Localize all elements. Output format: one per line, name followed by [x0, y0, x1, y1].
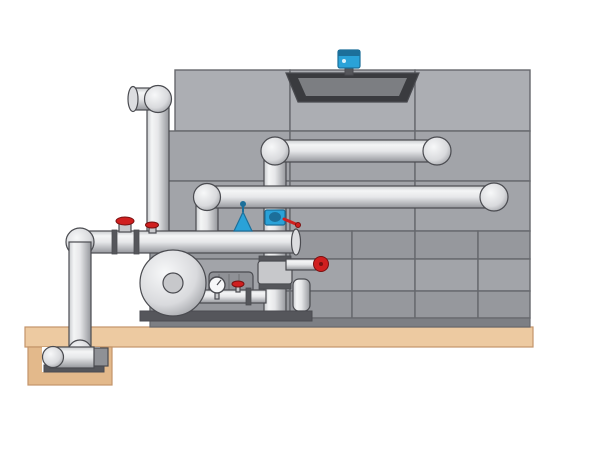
standpipe-end-cap — [127, 85, 139, 113]
butterfly-valve-knob — [295, 222, 301, 228]
basin-panel — [477, 230, 531, 260]
butterfly-valve — [264, 209, 301, 228]
pressure-gauge — [208, 276, 226, 300]
basin-panel — [351, 290, 416, 319]
basin-panel — [351, 230, 416, 260]
gate-valve — [111, 216, 140, 255]
upper-pipe-left-elbow — [260, 136, 290, 166]
casing-panel — [414, 69, 531, 132]
pump-skid-base — [139, 310, 313, 322]
gate-valve-handwheel — [115, 216, 135, 226]
basin-panel — [351, 258, 416, 292]
casing-panel — [174, 69, 291, 132]
manifold-flange — [245, 287, 252, 306]
manifold-valve — [231, 280, 245, 293]
middle-distribution-pipe — [206, 185, 495, 209]
sensor-lens — [342, 59, 346, 63]
basin-panel — [414, 230, 479, 260]
control-valve-cone — [233, 201, 253, 232]
sump-pump-suction-cover — [41, 345, 65, 369]
middle-pipe-left-elbow — [192, 182, 222, 212]
valve-flange — [111, 229, 118, 255]
sump-line — [41, 241, 109, 373]
platform-slab-top — [24, 326, 534, 348]
standpipe-elbow — [143, 84, 173, 114]
butterfly-valve-disc — [269, 212, 281, 222]
branch-valve-hub — [319, 262, 323, 266]
tower-top-basin-inner — [298, 78, 407, 96]
gauge-needle — [216, 279, 222, 286]
upper-pipe-right-elbow — [422, 136, 452, 166]
check-valve-flange — [258, 283, 292, 290]
pump-volute — [139, 249, 207, 317]
left-standpipe — [146, 96, 170, 238]
basin-panel — [477, 258, 531, 292]
distribution-pipes — [192, 136, 509, 212]
tee-valve — [145, 221, 159, 234]
valve-flange — [133, 229, 140, 255]
suction-header-end-flange — [290, 228, 302, 256]
check-valve — [257, 255, 293, 290]
small-tank — [292, 278, 311, 312]
control-valve-body — [233, 210, 253, 232]
level-sensor — [337, 49, 361, 76]
casing-plinth — [149, 317, 531, 328]
control-valve-pilot — [240, 201, 246, 207]
sump-pump — [41, 345, 109, 373]
pump-skid — [139, 201, 329, 322]
branch-valve — [285, 256, 329, 272]
basin-panel — [414, 258, 479, 292]
basin-panel — [414, 290, 479, 319]
basin-panel — [477, 290, 531, 319]
manifold-valve-handwheel — [231, 280, 245, 288]
sump-downpipe — [68, 241, 92, 355]
branch-pipe — [285, 258, 317, 271]
pump-volute-hub — [162, 272, 184, 294]
tee-valve-handwheel — [145, 221, 159, 229]
middle-pipe-right-elbow — [479, 182, 509, 212]
skid-manifold-pipe — [199, 289, 267, 304]
sensor-cap — [338, 50, 360, 56]
upper-distribution-pipe — [274, 139, 438, 163]
